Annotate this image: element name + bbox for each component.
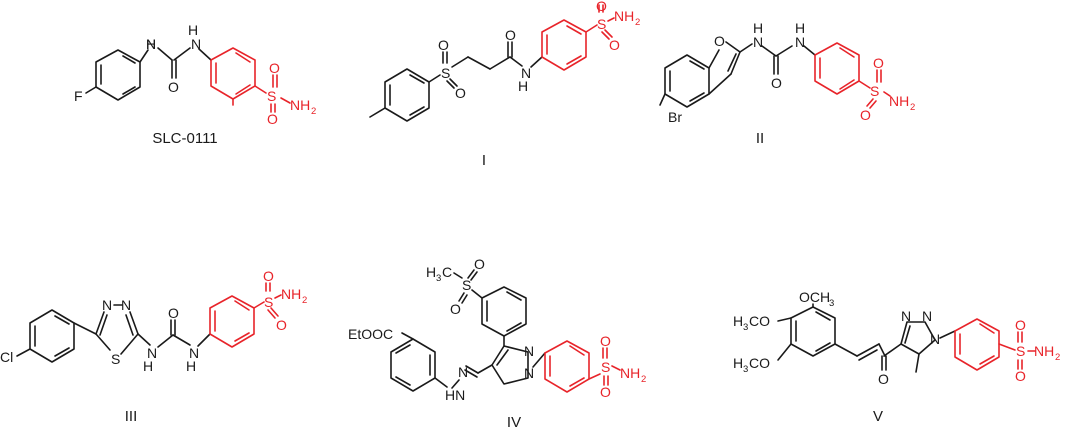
atom-h3co-co: CO — [749, 313, 770, 329]
atom-nh-n: N — [753, 34, 763, 50]
atom-och3: OCH — [799, 289, 830, 305]
atom-nh2-subscript: 2 — [311, 106, 316, 117]
atom-och3-subscript: 3 — [829, 298, 834, 309]
atom-oxygen: O — [878, 371, 889, 387]
atom-nh-n: N — [147, 345, 157, 361]
atom-h3co-co: CO — [749, 355, 770, 371]
compound-iv: H 3 C S O O N N S O O — [348, 256, 646, 429]
atom-nh-n: N — [189, 345, 199, 361]
atom-nitrogen: N — [458, 364, 468, 380]
atom-nitrogen: N — [901, 308, 911, 324]
atom-nh-n: N — [795, 34, 805, 50]
atom-sulfur: S — [111, 351, 120, 367]
atom-oxygen: O — [450, 301, 461, 317]
atom-nh2: NH — [620, 365, 640, 381]
compound-label: III — [125, 408, 138, 425]
compound-label: SLC-0111 — [152, 130, 217, 147]
atom-fluorine: F — [74, 88, 83, 104]
atom-nh: H — [188, 22, 198, 38]
compound-label: IV — [507, 414, 521, 429]
atom-sulfur: S — [597, 16, 606, 32]
atom-oxygen: O — [263, 268, 274, 284]
atom-oxygen: O — [873, 55, 884, 71]
atom-nh: H — [146, 36, 156, 52]
atom-oxygen: O — [168, 79, 179, 95]
atom-nh2-subscript: 2 — [910, 102, 915, 113]
atom-etooc: EtOOC — [348, 326, 393, 342]
atom-oxygen: O — [600, 333, 611, 349]
compound-slc-0111: F H O H N N S O O NH 2 SLC-0111 — [74, 22, 316, 147]
atom-sulfur: S — [870, 83, 879, 99]
atom-nh2-subscript: 2 — [641, 374, 646, 385]
atom-nitrogen: N — [121, 297, 131, 313]
atom-oxygen: O — [609, 37, 620, 53]
atom-nh2: NH — [614, 8, 634, 24]
atom-chlorine: Cl — [0, 349, 13, 365]
atom-nh2-subscript: 2 — [302, 295, 307, 306]
compound-i: S O O O N H S O O NH 2 I — [369, 0, 640, 169]
atom-oxygen: O — [714, 33, 725, 49]
atom-h3c-subscript: 3 — [436, 273, 441, 284]
atom-oxygen: O — [771, 75, 782, 91]
atom-oxygen: O — [168, 305, 179, 321]
compound-label: II — [756, 130, 764, 147]
atom-nitrogen: N — [922, 308, 932, 324]
atom-nh: H — [143, 358, 153, 374]
atom-nh2: NH — [1034, 343, 1054, 359]
atom-nh-n: N — [191, 36, 201, 52]
atom-nh2-subscript: 2 — [1055, 352, 1060, 363]
compound-label: I — [482, 152, 486, 169]
atom-h3co: H — [733, 313, 743, 329]
atom-sulfur: S — [267, 88, 276, 104]
compound-label: V — [873, 408, 883, 425]
atom-sulfur: S — [601, 359, 610, 375]
atom-nitrogen: N — [524, 365, 534, 381]
atom-h3co-subscript: 3 — [743, 364, 748, 375]
atom-nitrogen: N — [524, 343, 534, 359]
atom-oxygen: O — [474, 256, 485, 272]
atom-oxygen: O — [438, 37, 449, 53]
atom-nh: H — [518, 78, 528, 94]
atom-sulfur: S — [1016, 343, 1025, 359]
atom-nitrogen: N — [102, 297, 112, 313]
atom-nh: H — [186, 358, 196, 374]
atom-oxygen: O — [1015, 317, 1026, 333]
atom-nh-n: N — [521, 65, 531, 81]
atom-oxygen: O — [1015, 368, 1026, 384]
atom-nh: H — [795, 20, 805, 36]
atom-oxygen: O — [267, 111, 278, 127]
atom-nh2: NH — [290, 97, 310, 113]
atom-nh2: NH — [281, 286, 301, 302]
atom-nh2: NH — [889, 93, 909, 109]
atom-nitrogen: N — [930, 331, 940, 347]
atom-hn: HN — [445, 387, 465, 403]
compound-ii: O Br N H O N H S O O NH 2 II — [659, 20, 915, 147]
atom-oxygen: O — [596, 0, 607, 14]
atom-oxygen: O — [276, 317, 287, 333]
atom-nh: H — [753, 20, 763, 36]
atom-oxygen: O — [600, 384, 611, 400]
compound-iii: Cl N N S N H O N H S — [0, 268, 307, 425]
atom-oxygen: O — [505, 27, 516, 43]
atom-oxygen: O — [269, 60, 280, 76]
atom-sulfur: S — [441, 65, 450, 81]
atom-oxygen: O — [455, 85, 466, 101]
atom-h3co-subscript: 3 — [743, 322, 748, 333]
atom-sulfur: S — [462, 277, 471, 293]
atom-h3c: H — [426, 264, 436, 280]
atom-nh2-subscript: 2 — [635, 17, 640, 28]
atom-h3co: H — [733, 355, 743, 371]
atom-oxygen: O — [860, 107, 871, 123]
atom-h3c-c: C — [442, 264, 452, 280]
compound-v: OCH 3 H 3 CO H 3 CO O N N N — [733, 289, 1060, 425]
atom-nh-n: N — [146, 36, 156, 52]
atom-sulfur: S — [264, 294, 273, 310]
atom-bromine: Br — [668, 109, 682, 125]
